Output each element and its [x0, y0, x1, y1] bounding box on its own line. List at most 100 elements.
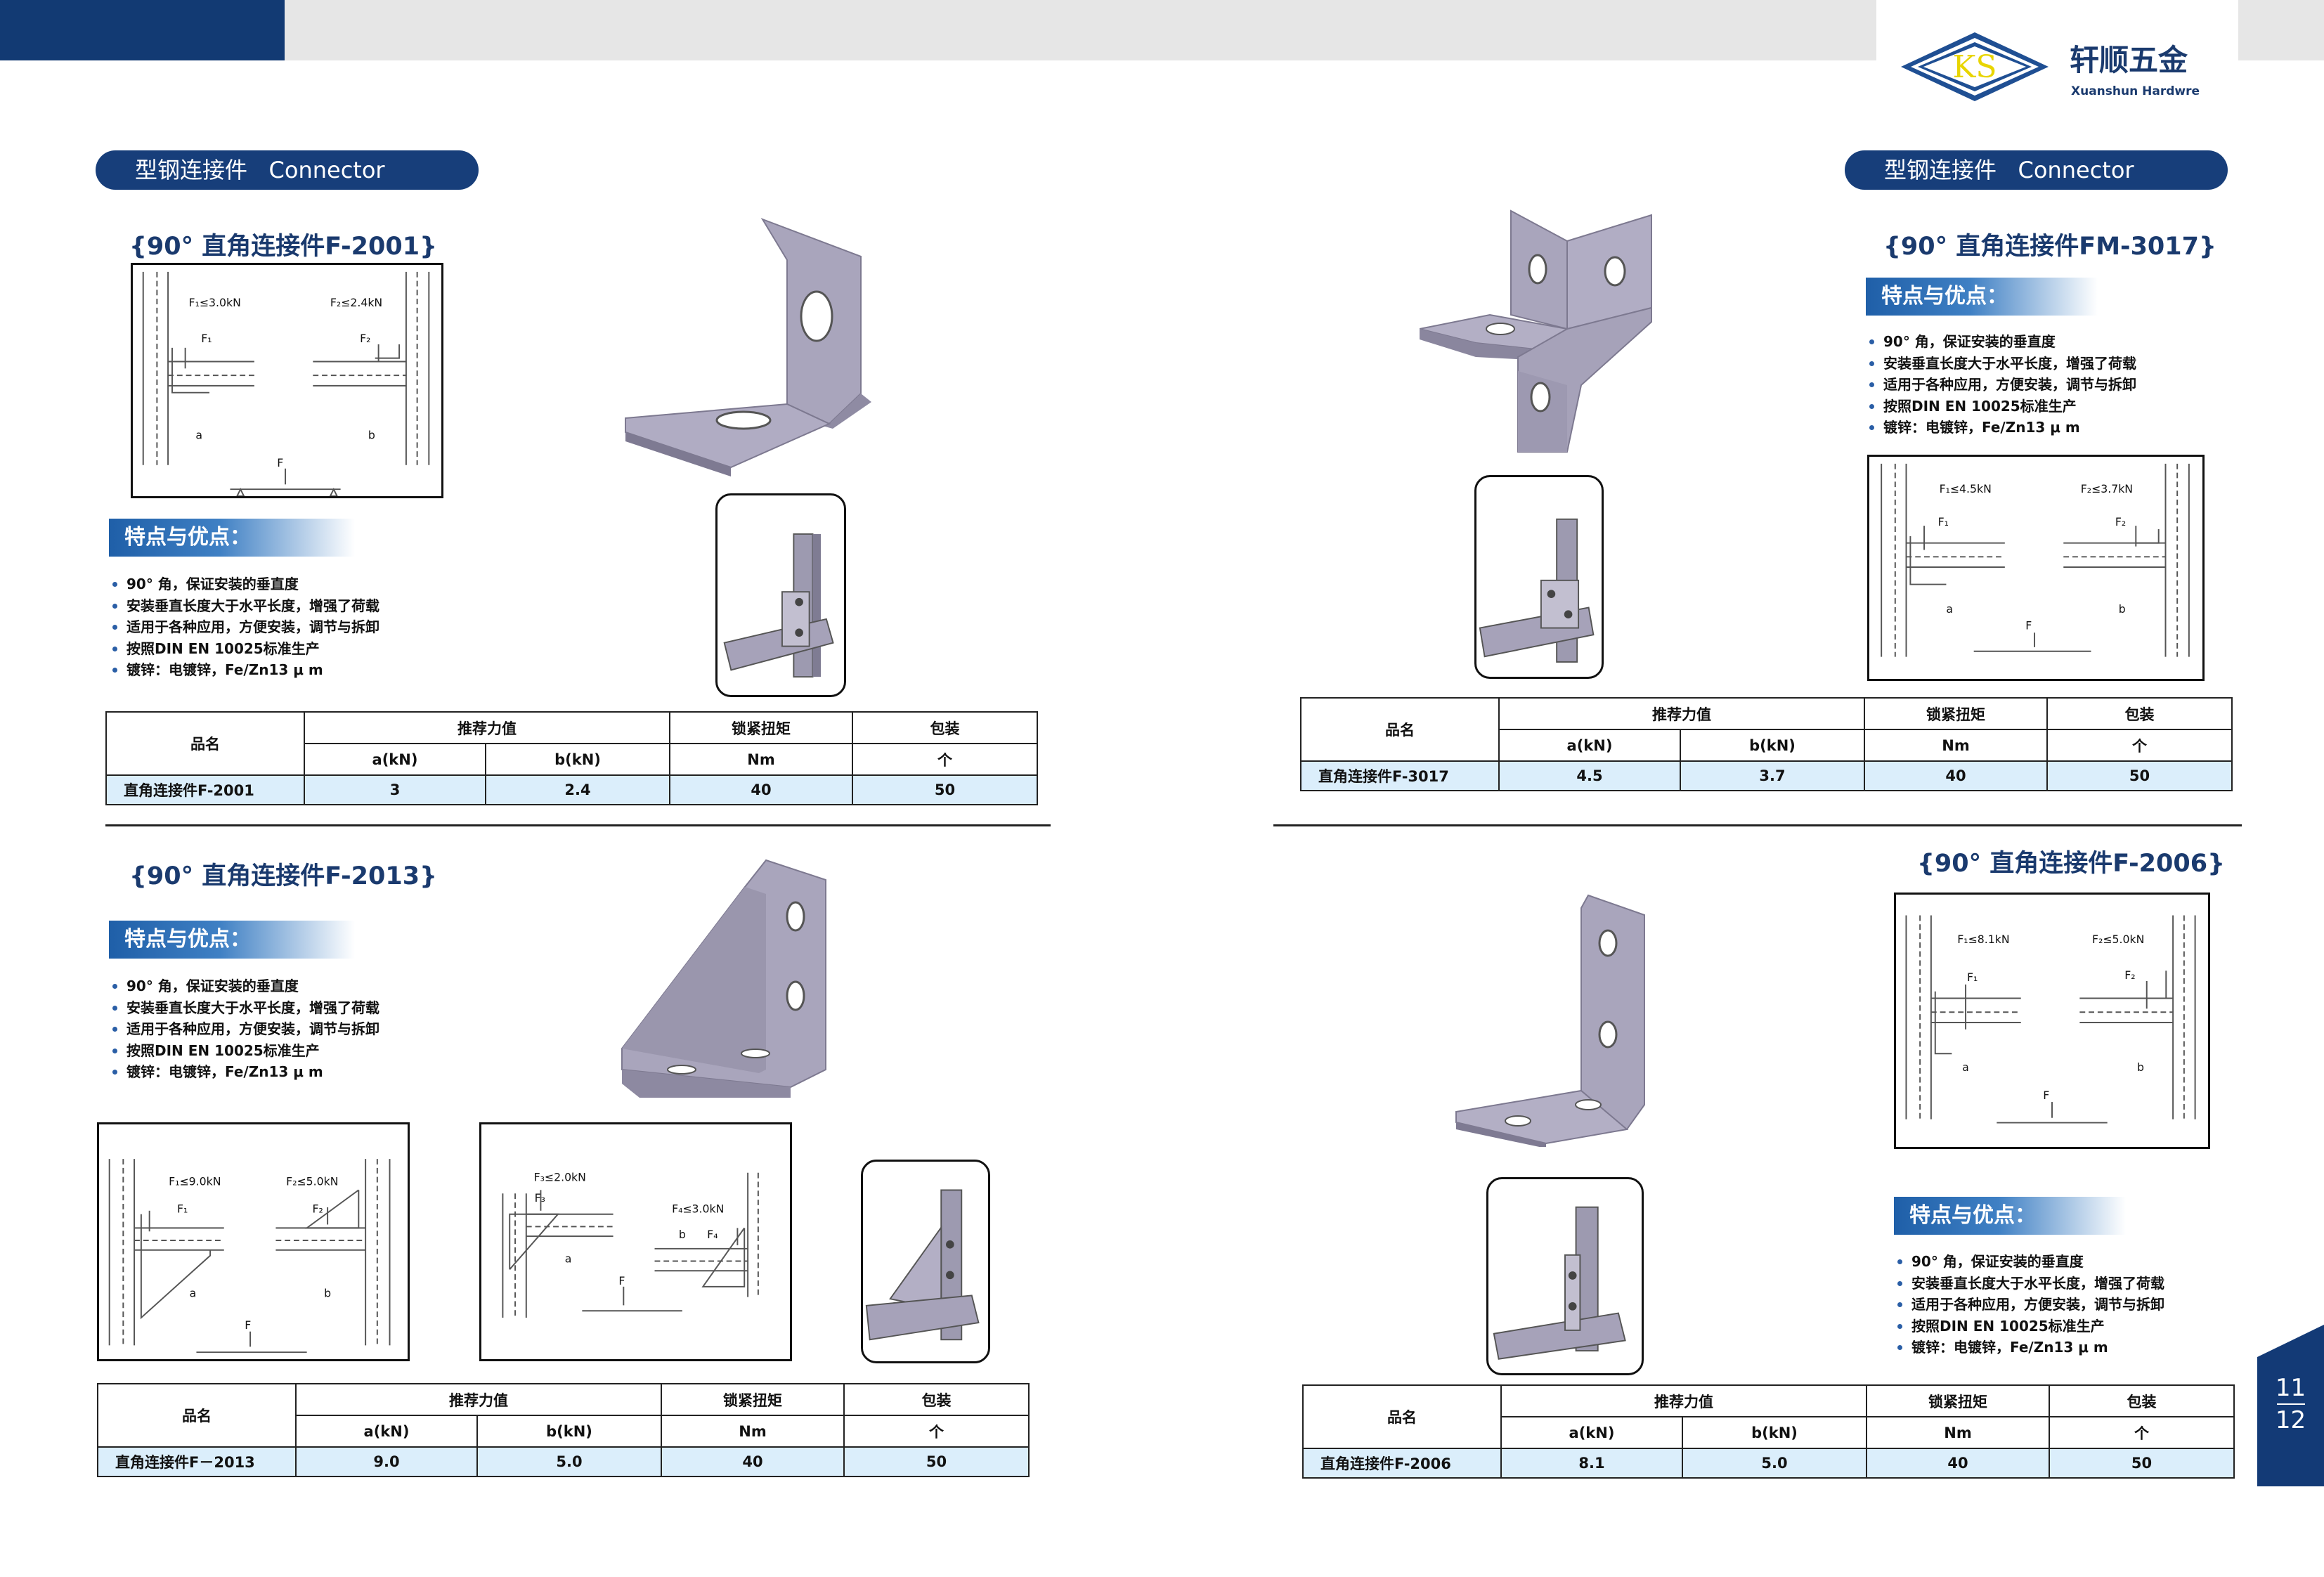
installation-photo-f2013 [861, 1160, 990, 1363]
svg-text:F₄≤3.0kN: F₄≤3.0kN [672, 1202, 724, 1216]
feature-item: 按照DIN EN 10025标准生产 [112, 1040, 379, 1062]
top-bar-left [0, 0, 285, 60]
feature-list-fm3017: 90° 角，保证安装的垂直度 安装垂直长度大于水平长度，增强了荷载 适用于各种应… [1869, 331, 2136, 439]
load-diagram-f2001: F₁≤3.0kN F₂≤2.4kN F₁ F₂ a b F [131, 263, 443, 498]
feature-item: 适用于各种应用，方便安装，调节与拆卸 [1897, 1294, 2164, 1316]
svg-text:F₃: F₃ [535, 1191, 545, 1205]
feature-item: 适用于各种应用，方便安装，调节与拆卸 [112, 616, 379, 638]
feature-item: 适用于各种应用，方便安装，调节与拆卸 [112, 1018, 379, 1040]
section-title-left: 型钢连接件 Connector [96, 150, 479, 190]
product-image-f2013 [618, 859, 850, 1101]
svg-text:F₁≤3.0kN: F₁≤3.0kN [189, 296, 241, 309]
feature-item: 90° 角，保证安装的垂直度 [1897, 1251, 2164, 1273]
svg-text:F₁≤8.1kN: F₁≤8.1kN [1957, 933, 2009, 946]
top-bar-center [285, 0, 1876, 60]
svg-text:F₂: F₂ [360, 332, 370, 345]
feature-item: 按照DIN EN 10025标准生产 [112, 638, 379, 660]
divider-right [1273, 824, 2242, 826]
product-image-fm3017 [1419, 209, 1658, 455]
feature-item: 安装垂直长度大于水平长度，增强了荷载 [1897, 1273, 2164, 1294]
feature-list-f2013: 90° 角，保证安装的垂直度 安装垂直长度大于水平长度，增强了荷载 适用于各种应… [112, 975, 379, 1083]
svg-text:F₁≤4.5kN: F₁≤4.5kN [1940, 482, 1992, 495]
feature-item: 镀锌：电镀锌，Fe/Zn13 μ m [1897, 1337, 2164, 1358]
feature-list-f2006: 90° 角，保证安装的垂直度 安装垂直长度大于水平长度，增强了荷载 适用于各种应… [1897, 1251, 2164, 1358]
feature-item: 适用于各种应用，方便安装，调节与拆卸 [1869, 374, 2136, 396]
features-label-f2001: 特点与优点： [109, 519, 355, 557]
svg-text:F₂≤5.0kN: F₂≤5.0kN [286, 1174, 338, 1188]
product-image-f2001 [618, 218, 871, 478]
svg-text:F₂≤5.0kN: F₂≤5.0kN [2092, 933, 2144, 946]
svg-text:a: a [565, 1252, 572, 1265]
svg-text:F: F [277, 456, 283, 469]
svg-text:b: b [324, 1287, 331, 1300]
feature-item: 按照DIN EN 10025标准生产 [1869, 396, 2136, 417]
top-bar-right [2238, 0, 2324, 60]
brand-name: 轩顺五金 [2070, 43, 2188, 77]
installation-photo-fm3017 [1474, 475, 1604, 679]
feature-item: 镀锌：电镀锌，Fe/Zn13 μ m [1869, 417, 2136, 439]
svg-text:b: b [679, 1228, 686, 1241]
svg-text:b: b [368, 428, 375, 441]
features-label-fm3017: 特点与优点： [1866, 278, 2098, 316]
svg-text:F₂: F₂ [312, 1202, 323, 1216]
svg-text:F₁: F₁ [177, 1202, 188, 1216]
feature-item: 安装垂直长度大于水平长度，增强了荷载 [112, 997, 379, 1019]
features-label-f2006: 特点与优点： [1894, 1197, 2126, 1235]
feature-item: 90° 角，保证安装的垂直度 [112, 975, 379, 997]
installation-photo-f2001 [715, 493, 846, 697]
feature-item: 按照DIN EN 10025标准生产 [1897, 1316, 2164, 1337]
svg-text:b: b [2137, 1060, 2144, 1074]
svg-text:F₂: F₂ [2115, 515, 2126, 528]
svg-text:a: a [1962, 1060, 1969, 1074]
svg-text:F₁≤9.0kN: F₁≤9.0kN [169, 1174, 221, 1188]
svg-text:F: F [618, 1274, 625, 1287]
feature-item: 90° 角，保证安装的垂直度 [112, 573, 379, 595]
svg-text:F₄: F₄ [707, 1228, 718, 1241]
product-image-f2006 [1455, 894, 1651, 1148]
svg-text:a: a [190, 1287, 197, 1300]
feature-item: 安装垂直长度大于水平长度，增强了荷载 [1869, 353, 2136, 375]
svg-text:F: F [2025, 618, 2032, 632]
svg-text:F₁: F₁ [1967, 971, 1978, 984]
feature-item: 安装垂直长度大于水平长度，增强了荷载 [112, 595, 379, 617]
svg-text:a: a [1946, 602, 1953, 616]
svg-text:F₂: F₂ [2124, 968, 2135, 982]
product-title-f2001: {90° 直角连接件F-2001} [129, 233, 437, 261]
logo-text: KS [1952, 49, 1997, 85]
section-title-right: 型钢连接件 Connector [1845, 150, 2228, 190]
brand-logo: KS 轩顺五金 Xuanshun Hardwre [1901, 28, 2224, 105]
page-number-left: 11 [2275, 1374, 2306, 1402]
divider-left [105, 824, 1051, 826]
svg-text:F: F [245, 1318, 251, 1332]
svg-text:F₂≤3.7kN: F₂≤3.7kN [2081, 482, 2133, 495]
svg-text:F₃≤2.0kN: F₃≤2.0kN [534, 1171, 586, 1184]
page-number-right: 12 [2275, 1406, 2306, 1434]
feature-list-f2001: 90° 角，保证安装的垂直度 安装垂直长度大于水平长度，增强了荷载 适用于各种应… [112, 573, 379, 681]
product-title-f2006: {90° 直角连接件F-2006} [1917, 850, 2225, 878]
brand-name-en: Xuanshun Hardwre [2071, 84, 2200, 98]
feature-item: 90° 角，保证安装的垂直度 [1869, 331, 2136, 353]
features-label-f2013: 特点与优点： [109, 921, 355, 959]
load-diagram-fm3017: F₁≤4.5kN F₂≤3.7kN F₁ F₂ a b F [1867, 455, 2205, 681]
feature-item: 镀锌：电镀锌，Fe/Zn13 μ m [112, 1061, 379, 1083]
feature-item: 镀锌：电镀锌，Fe/Zn13 μ m [112, 659, 379, 681]
svg-text:F: F [2043, 1089, 2049, 1102]
load-diagram-f2006: F₁≤8.1kN F₂≤5.0kN F₁ F₂ a b F [1894, 893, 2210, 1149]
svg-text:F₁: F₁ [1938, 515, 1949, 528]
svg-text:F₁: F₁ [201, 332, 212, 345]
svg-text:F₂≤2.4kN: F₂≤2.4kN [330, 296, 382, 309]
load-diagram-f2013-a: F₁≤9.0kN F₂≤5.0kN F₁ F₂ a b F [97, 1122, 410, 1361]
product-title-f2013: {90° 直角连接件F-2013} [129, 862, 437, 890]
load-diagram-f2013-b: F₃≤2.0kN F₄≤3.0kN F₃ F₄ a b F [479, 1122, 792, 1361]
product-title-fm3017: {90° 直角连接件FM-3017} [1883, 233, 2216, 261]
page-number-tab: 11 12 [2257, 1325, 2324, 1486]
installation-photo-f2006 [1486, 1177, 1644, 1375]
